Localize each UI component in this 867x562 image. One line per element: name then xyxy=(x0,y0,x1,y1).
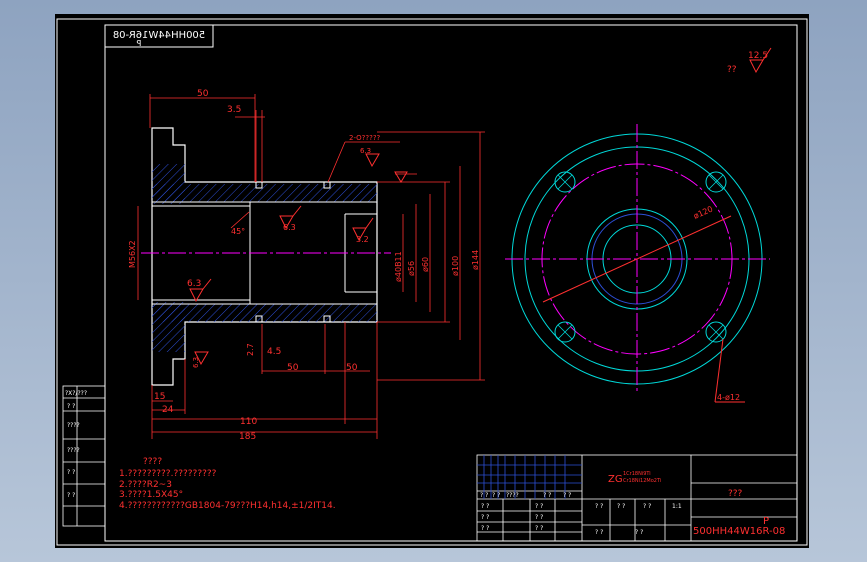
dim-24: 24 xyxy=(162,405,174,415)
tb-row-b-0: ? ? xyxy=(481,514,489,521)
material-top: ZG xyxy=(608,474,623,485)
roughness-6-3-d: 6.3 xyxy=(192,357,200,368)
left-strip-4: ? ? xyxy=(67,469,75,476)
tb-bottom-3: ? ? xyxy=(595,529,603,536)
title-block-texts: ? ? ? ? ???? ? ? ? ? ? ? ? ? ? ? ? ? ? ?… xyxy=(480,492,682,536)
dia-120-leader xyxy=(542,215,732,303)
dim-50-top: 50 xyxy=(197,89,209,99)
dim-3-5: 3.5 xyxy=(227,105,241,115)
hole-tr xyxy=(705,171,727,193)
dimension-lines xyxy=(137,94,485,439)
tb-row-c-1: ? ? xyxy=(535,525,543,532)
dim-phi120: ø120 xyxy=(692,204,714,220)
sheet-mark: P xyxy=(763,516,769,527)
dim-m56: M56X2 xyxy=(128,240,137,268)
groove-2 xyxy=(323,181,331,189)
material-line-1: 1Cr18Ni9Ti xyxy=(623,471,651,477)
dim-15: 15 xyxy=(154,392,165,402)
note-line-4: 4.????????????GB1804-79???H14,h14,±1/2IT… xyxy=(119,501,336,511)
dimension-texts: 50 3.5 185 110 15 24 50 50 4.5 45° M56X2… xyxy=(128,89,480,442)
hatch-flange-bottom xyxy=(152,302,185,352)
end-view: ø120 4-ø12 xyxy=(505,124,770,403)
title-block xyxy=(476,454,798,542)
tb-row-c-0: ? ? xyxy=(481,525,489,532)
groove-3 xyxy=(255,315,263,323)
note-line-2: 2.????R2~3 xyxy=(119,480,172,490)
dim-185: 185 xyxy=(239,432,256,442)
tb-scale: 1:1 xyxy=(672,503,682,510)
dim-2-7: 2.7 xyxy=(246,343,255,356)
dim-phi100: ø100 xyxy=(451,256,460,276)
dim-holes: 4-ø12 xyxy=(717,393,740,402)
outer-border xyxy=(56,18,808,546)
groove-4 xyxy=(323,315,331,323)
tb-header-3: ? ? xyxy=(543,492,551,499)
dim-phi60: ø60 xyxy=(421,257,430,272)
dim-110: 110 xyxy=(240,417,257,427)
drawing-code-small: P xyxy=(136,39,141,48)
groove-1 xyxy=(255,181,263,189)
material-line-2: Cr18Ni12Mo2Ti xyxy=(623,478,661,484)
tb-header-4: ? ? xyxy=(563,492,571,499)
tb-row-a-1: ? ? xyxy=(535,503,543,510)
tb-header-2: ???? xyxy=(506,492,519,499)
cad-drawing-viewport[interactable]: 500HH44W16R-08 P ?? 12.5 xyxy=(55,14,809,548)
section-view xyxy=(141,127,391,386)
dim-4-5: 4.5 xyxy=(267,347,281,357)
roughness-6-3-c: 6.3 xyxy=(360,147,371,155)
left-strip-3: ???? xyxy=(67,447,80,454)
part-name: ??? xyxy=(728,489,743,499)
roughness-6-3-a: 6.3 xyxy=(283,223,296,232)
roughness-top-right: 12.5 xyxy=(748,51,768,61)
cad-drawing: 500HH44W16R-08 P ?? 12.5 xyxy=(56,18,808,546)
hatch-top-wall xyxy=(152,184,377,202)
tb-row-b-1: ? ? xyxy=(535,514,543,521)
roughness-6-3-b: 6.3 xyxy=(187,279,201,289)
left-strip-5: ? ? xyxy=(67,492,75,499)
notes-title: ???? xyxy=(143,457,162,467)
tech-notes: ???? 1.?????????.????????? 2.????R2~3 3.… xyxy=(119,457,336,511)
left-strip-table xyxy=(62,385,106,527)
dim-50-a: 50 xyxy=(287,363,299,373)
roughness-3-2: 3.2 xyxy=(356,235,369,244)
tb-header-0: ? ? xyxy=(480,492,488,499)
tb-bottom-2: ? ? xyxy=(643,503,651,510)
note-line-3: 3.????1.5X45° xyxy=(119,490,183,500)
hole-bl xyxy=(554,321,576,343)
hatch-bottom-wall xyxy=(152,304,377,322)
roughness-prefix: ?? xyxy=(727,65,737,75)
left-strip-1: ? ? xyxy=(67,403,75,410)
dim-phi40: ø40B11 xyxy=(394,251,403,282)
left-strip-2: ???? xyxy=(67,422,80,429)
hole-br xyxy=(705,321,727,343)
drawing-no: 500HH44W16R-08 xyxy=(693,526,785,537)
code-box xyxy=(104,24,214,48)
note-hole: 2-O????? xyxy=(349,134,381,142)
tb-header-1: ? ? xyxy=(492,492,500,499)
roughness-symbol xyxy=(749,47,772,74)
inner-border xyxy=(104,24,798,542)
note-line-1: 1.?????????.????????? xyxy=(119,469,217,479)
hatch-flange-top xyxy=(152,164,185,204)
roughness-marks xyxy=(189,153,408,366)
left-strip-texts: ?X?/??? ? ? ???? ???? ? ? ? ? xyxy=(65,390,87,499)
dim-phi144: ø144 xyxy=(471,250,480,270)
tb-bottom-1: ? ? xyxy=(617,503,625,510)
part-outline xyxy=(151,127,378,386)
dim-phi56: ø56 xyxy=(407,261,416,276)
tb-bottom-0: ? ? xyxy=(595,503,603,510)
drawing-code-mirrored: 500HH44W16R-08 xyxy=(113,30,205,41)
tb-row-a-0: ? ? xyxy=(481,503,489,510)
tb-bottom-4: ? ? xyxy=(635,529,643,536)
dim-50-b: 50 xyxy=(346,363,358,373)
hole-tl xyxy=(554,171,576,193)
holes-leader xyxy=(714,338,724,403)
left-strip-0: ?X?/??? xyxy=(65,390,87,397)
dim-45-deg: 45° xyxy=(231,227,245,236)
